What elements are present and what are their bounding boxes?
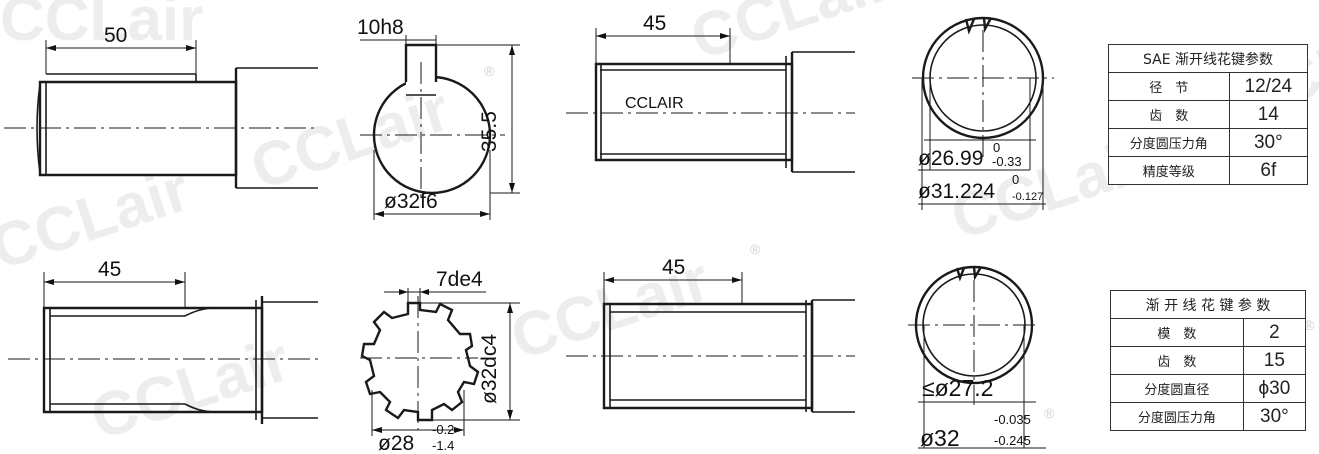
chamfer-end xyxy=(36,83,41,174)
brand-label: CCLAIR xyxy=(625,95,684,112)
spline-teeth xyxy=(955,266,983,282)
table-title: 渐 开 线 花 键 参 数 xyxy=(1110,290,1306,319)
param-label: 齿 数 xyxy=(1110,346,1244,375)
shaft-spline-metric-view: 45 xyxy=(8,258,318,424)
dim-length-label: 45 xyxy=(662,256,685,279)
dim-key-width-label: 7de4 xyxy=(436,268,483,291)
table-row: 分度圆压力角 30° xyxy=(1110,402,1307,431)
metric-spline-parameter-table: 渐 开 线 花 键 参 数 模 数 2 齿 数 15 分度圆直径 ϕ30 分度圆… xyxy=(1110,290,1307,431)
table-header-row: SAE 渐开线花键参数 xyxy=(1108,44,1308,73)
spline-teeth xyxy=(964,17,993,35)
param-value: 15 xyxy=(1242,346,1307,375)
param-label: 分度圆压力角 xyxy=(1110,402,1244,431)
section-keyed-view: 10h8 35.5 ø32f6 xyxy=(357,16,520,220)
dim-diameter-label: ø32f6 xyxy=(384,190,438,213)
dim-length-label: 45 xyxy=(98,258,121,281)
spline-profile xyxy=(360,301,480,422)
table-row: 精度等级 6f xyxy=(1108,156,1309,185)
dim-minor-dia-label: ø26.99 xyxy=(918,147,983,170)
tol-upper: -0.035 xyxy=(994,412,1031,427)
section-spline-sae-view: ø26.99 0 -0.33 ø31.224 0 -0.127 xyxy=(912,16,1054,210)
brand-mask xyxy=(622,92,704,112)
registered-mark: ® xyxy=(484,63,495,79)
section-spline-metric-view: ≤ø27.2 ø32 -0.035 -0.245 xyxy=(908,265,1046,451)
sae-spline-parameter-table: SAE 渐开线花键参数 径 节 12/24 齿 数 14 分度圆压力角 30° … xyxy=(1108,44,1309,185)
table-row: 齿 数 14 xyxy=(1108,100,1309,129)
param-value: 30° xyxy=(1228,128,1309,157)
tol-upper: -0.2 xyxy=(432,422,454,437)
tol-lower: -0.33 xyxy=(992,154,1022,169)
spline-runout xyxy=(184,307,216,413)
param-value: 12/24 xyxy=(1228,72,1309,101)
watermark-text: CCLair xyxy=(683,0,898,73)
dim-inner-dia-label: ø28 xyxy=(378,432,414,454)
dim-major-dia-label: ø32 xyxy=(920,425,960,451)
dim-key-width-label: 10h8 xyxy=(357,16,404,39)
param-label: 分度圆直径 xyxy=(1110,374,1244,403)
dim-outer-dia-label: ø32dc4 xyxy=(478,334,501,404)
watermark-text: CCLair xyxy=(83,325,298,453)
registered-mark: ® xyxy=(1304,317,1315,333)
tol-lower: -1.4 xyxy=(432,438,454,453)
dim-height-label: 35.5 xyxy=(478,111,501,152)
table-title: SAE 渐开线花键参数 xyxy=(1108,44,1308,73)
tol-upper: 0 xyxy=(1012,172,1019,187)
param-value: 6f xyxy=(1228,156,1309,185)
param-label: 径 节 xyxy=(1108,72,1230,101)
section-keyed-7de4-view: 7de4 ø32dc4 ø28 -0.2 -1.4 xyxy=(360,268,520,454)
tol-lower: -0.127 xyxy=(1012,191,1043,203)
tol-lower: -0.245 xyxy=(994,433,1031,448)
table-header-row: 渐 开 线 花 键 参 数 xyxy=(1110,290,1306,319)
dim-major-dia-label: ø31.224 xyxy=(918,180,995,203)
param-value: 14 xyxy=(1228,100,1309,129)
table-row: 模 数 2 xyxy=(1110,318,1307,347)
table-row: 齿 数 15 xyxy=(1110,346,1307,375)
dim-length-label: 50 xyxy=(104,24,127,47)
tol-upper: 0 xyxy=(993,140,1000,155)
table-row: 分度圆压力角 30° xyxy=(1108,128,1309,157)
param-value: 2 xyxy=(1242,318,1307,347)
table-row: 分度圆直径 ϕ30 xyxy=(1110,374,1307,403)
param-label: 齿 数 xyxy=(1108,100,1230,129)
dim-arrows xyxy=(372,427,464,433)
dim-minor-dia-label: ≤ø27.2 xyxy=(922,375,993,401)
key-outline xyxy=(404,43,438,82)
shaft-spline-sae-view: 45 CCLAIR xyxy=(566,12,855,173)
shaft-keyed-view: 50 xyxy=(4,24,318,189)
param-value: 30° xyxy=(1242,402,1307,431)
param-label: 分度圆压力角 xyxy=(1108,128,1230,157)
param-label: 精度等级 xyxy=(1108,156,1230,185)
dim-arrows xyxy=(399,289,429,295)
param-value: ϕ30 xyxy=(1242,374,1307,403)
registered-mark: ® xyxy=(750,241,761,257)
registered-mark: ® xyxy=(1044,405,1055,421)
watermark-text: CCLair xyxy=(0,0,203,54)
table-row: 径 节 12/24 xyxy=(1108,72,1309,101)
dim-length-label: 45 xyxy=(643,12,666,35)
shaft-spline-metric-2-view: 45 xyxy=(566,256,855,413)
param-label: 模 数 xyxy=(1110,318,1244,347)
